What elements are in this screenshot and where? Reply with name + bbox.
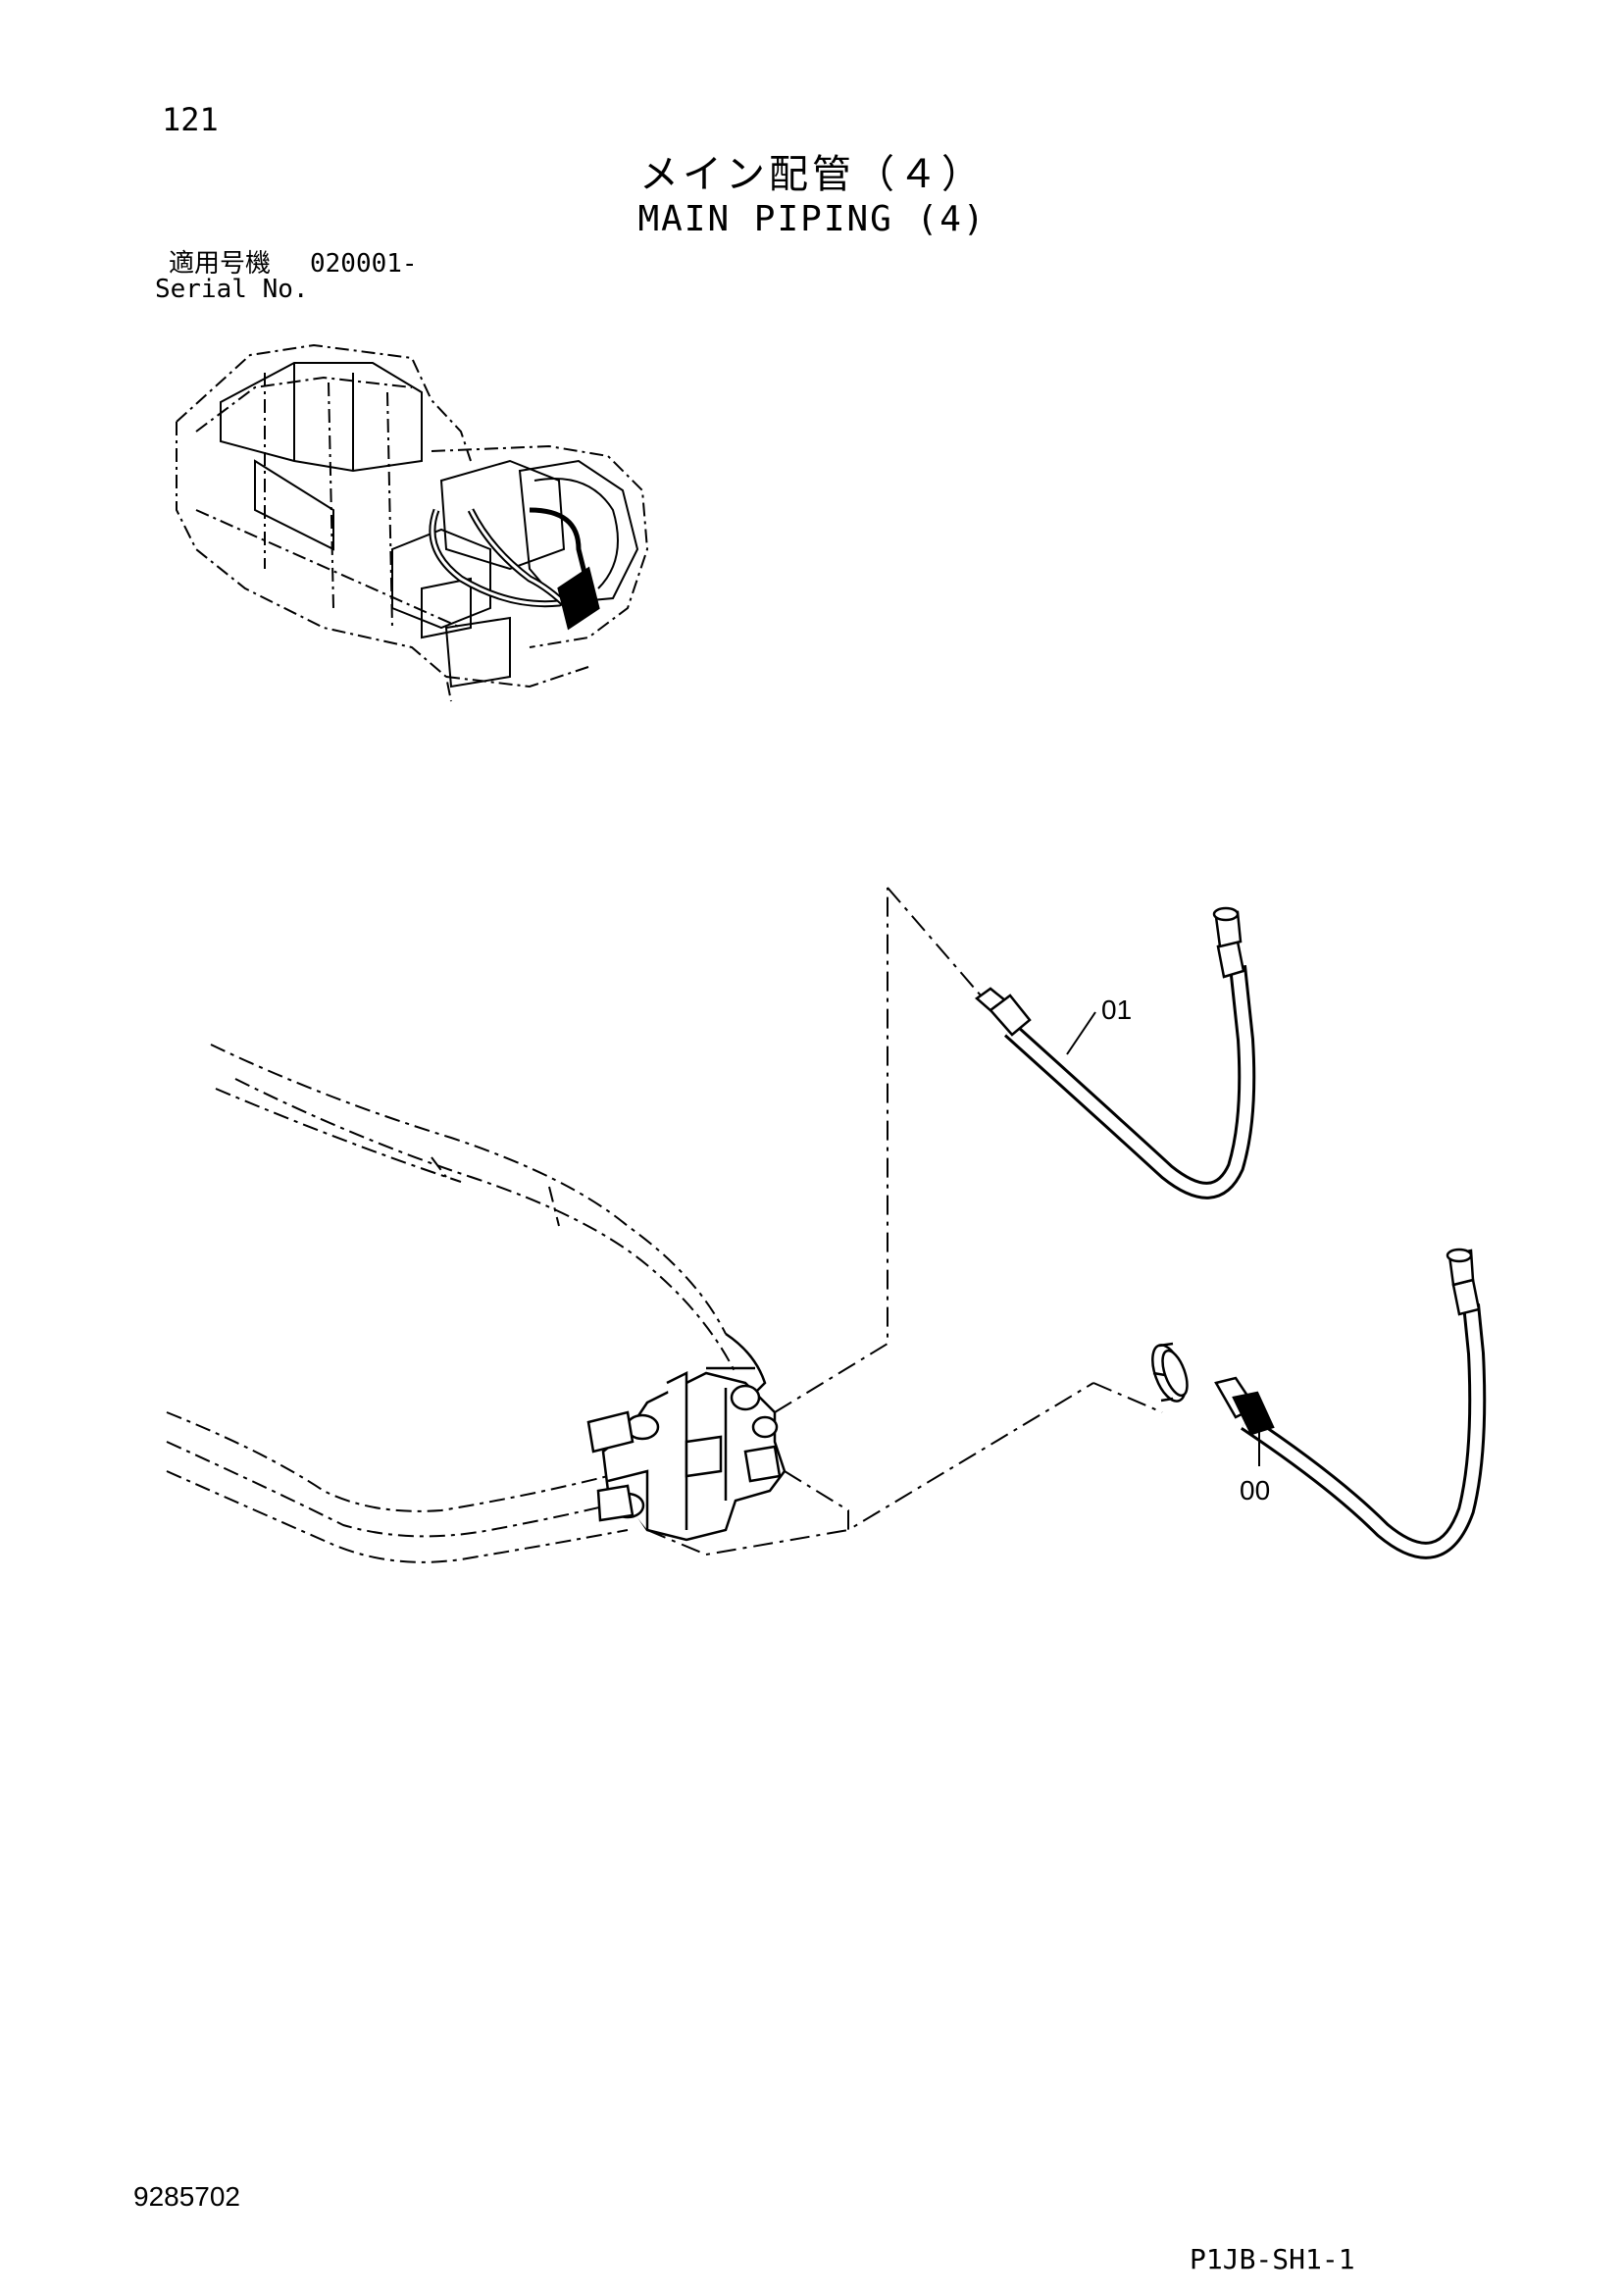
ghost-hose-outlines [706,1332,767,1394]
hose-00 [1214,1248,1487,1559]
serial-label-english: Serial No. [155,275,309,304]
document-number: 9285702 [133,2181,241,2212]
o-ring-flange [1151,1342,1189,1403]
callout-01-leader [1066,1011,1096,1055]
existing-hoses-ghost [166,1044,736,1563]
callout-label-01: 01 [1101,995,1133,1025]
hose-01 [974,906,1256,1199]
overview-machine-sketch [176,343,649,702]
page-number: 121 [162,101,219,138]
serial-label-japanese: 適用号機 [169,249,272,279]
valve-block [586,1370,787,1542]
assembly-leader-lines [646,887,1163,1556]
overview-highlighted-hoses [429,507,600,631]
page-title-japanese: メイン配管（４） [639,152,985,197]
callout-label-00: 00 [1240,1475,1271,1505]
sheet-code: P1JB-SH1-1 [1190,2243,1355,2275]
serial-range: 020001- [310,249,418,279]
page-title-english: MAIN PIPING (4) [637,199,987,239]
